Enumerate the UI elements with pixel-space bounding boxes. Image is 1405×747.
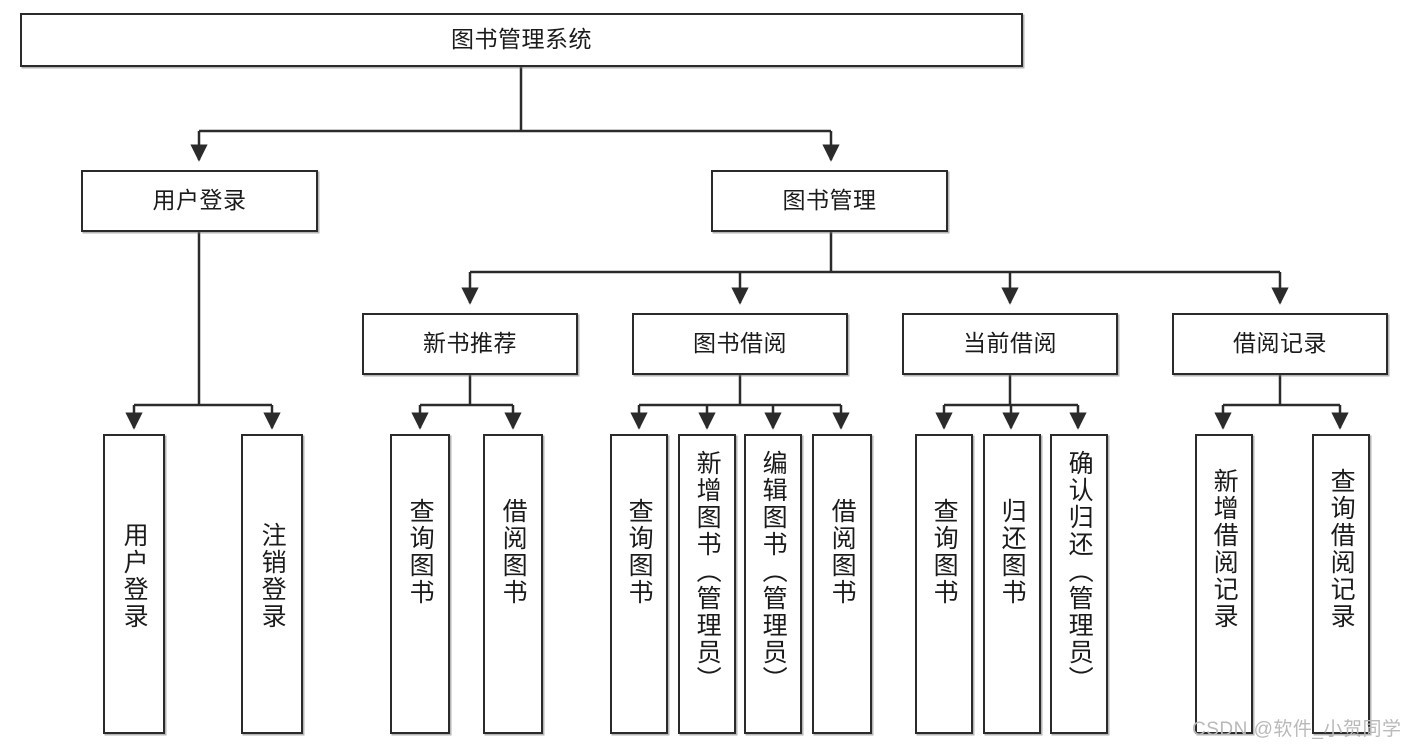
node-root[interactable]: 图书管理系统: [20, 13, 1023, 67]
leaf-query-book-2[interactable]: 查询图书: [610, 434, 668, 734]
node-root-label: 图书管理系统: [451, 26, 592, 53]
leaf-add-record-label: 新增借阅记录: [1210, 468, 1239, 630]
leaf-query-book-3[interactable]: 查询图书: [915, 434, 973, 734]
node-book-borrow[interactable]: 图书借阅: [632, 313, 848, 375]
node-book-manage[interactable]: 图书管理: [711, 170, 948, 232]
leaf-logout[interactable]: 注销登录: [241, 434, 303, 734]
leaf-edit-book[interactable]: 编辑图书（管理员）: [744, 434, 802, 734]
csdn-watermark: CSDN @软件_小贺同学: [1192, 719, 1402, 740]
leaf-query-book-2-label: 查询图书: [625, 498, 654, 606]
node-user-login-label: 用户登录: [152, 187, 247, 214]
leaf-add-record[interactable]: 新增借阅记录: [1195, 434, 1253, 734]
leaf-add-book[interactable]: 新增图书（管理员）: [678, 434, 736, 734]
leaf-borrow-book-1-label: 借阅图书: [499, 498, 528, 606]
node-new-book-recommend-label: 新书推荐: [423, 330, 517, 357]
node-new-book-recommend[interactable]: 新书推荐: [362, 313, 578, 375]
leaf-query-record[interactable]: 查询借阅记录: [1312, 434, 1370, 734]
leaf-borrow-book-2-label: 借阅图书: [828, 498, 857, 606]
node-current-borrow-label: 当前借阅: [963, 330, 1057, 357]
leaf-user-login[interactable]: 用户登录: [103, 434, 165, 734]
node-borrow-record-label: 借阅记录: [1233, 330, 1327, 357]
leaf-return-book[interactable]: 归还图书: [983, 434, 1041, 734]
leaf-query-record-label: 查询借阅记录: [1327, 468, 1356, 630]
leaf-user-login-label: 用户登录: [120, 522, 149, 630]
leaf-confirm-return-label: 确认归还（管理员）: [1065, 450, 1094, 693]
leaf-edit-book-label: 编辑图书（管理员）: [759, 450, 788, 693]
leaf-query-book-1[interactable]: 查询图书: [390, 434, 450, 734]
node-book-borrow-label: 图书借阅: [693, 330, 787, 357]
node-borrow-record[interactable]: 借阅记录: [1172, 313, 1388, 375]
leaf-borrow-book-2[interactable]: 借阅图书: [812, 434, 872, 734]
leaf-return-book-label: 归还图书: [998, 498, 1027, 606]
leaf-query-book-3-label: 查询图书: [930, 498, 959, 606]
node-current-borrow[interactable]: 当前借阅: [902, 313, 1118, 375]
leaf-logout-label: 注销登录: [258, 522, 287, 630]
leaf-confirm-return[interactable]: 确认归还（管理员）: [1050, 434, 1108, 734]
node-user-login[interactable]: 用户登录: [81, 170, 318, 232]
leaf-borrow-book-1[interactable]: 借阅图书: [483, 434, 543, 734]
leaf-query-book-1-label: 查询图书: [406, 498, 435, 606]
leaf-add-book-label: 新增图书（管理员）: [693, 450, 722, 693]
node-book-manage-label: 图书管理: [782, 187, 877, 214]
